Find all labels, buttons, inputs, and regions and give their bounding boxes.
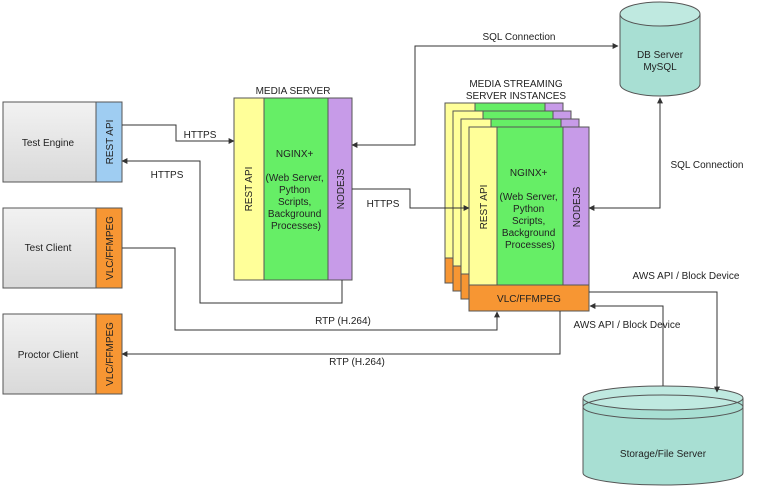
db-server-node: DB Server MySQL — [619, 1, 701, 97]
storage-label: Storage/File Server — [620, 449, 707, 460]
edge-label-rtp-2: RTP (H.264) — [329, 357, 385, 368]
edge-https-media-to-engine: HTTPS — [121, 158, 343, 304]
edge-rtp-streaming-to-proctor: RTP (H.264) — [121, 311, 561, 368]
test-engine-label: Test Engine — [22, 138, 75, 149]
media-server-title: MEDIA SERVER — [256, 86, 331, 97]
db-server-line1: DB Server — [637, 50, 684, 61]
streaming-title-line2: SERVER INSTANCES — [466, 91, 567, 102]
edge-label-aws-2: AWS API / Block Device — [574, 320, 681, 331]
media-nginx-line: Processes) — [271, 221, 321, 232]
edge-label-rtp-1: RTP (H.264) — [315, 316, 371, 327]
edge-aws-storage-to-streaming: AWS API / Block Device — [574, 303, 681, 386]
proctor-client-vlc-label: VLC/FFMPEG — [105, 322, 116, 386]
edge-label-sql-2: SQL Connection — [670, 160, 743, 171]
streaming-nginx-line: Processes) — [505, 240, 555, 251]
test-engine-node: Test Engine REST API — [2, 101, 123, 183]
streaming-title-line1: MEDIA STREAMING — [469, 79, 563, 90]
edge-label-https-2: HTTPS — [151, 170, 184, 181]
media-server-nodejs: NODEJS — [336, 168, 347, 209]
proctor-client-label: Proctor Client — [18, 350, 79, 361]
streaming-instances-node: MEDIA STREAMING SERVER INSTANCES — [444, 79, 590, 312]
streaming-nginx-line: (Web Server, — [500, 192, 558, 203]
streaming-rest-api: REST API — [479, 185, 490, 230]
streaming-nginx-line: NGINX+ — [510, 168, 548, 179]
media-nginx-line: (Web Server, — [266, 173, 324, 184]
media-nginx-line: Background — [268, 209, 321, 220]
media-server-node: MEDIA SERVER REST API NGINX+ (Web Server… — [233, 86, 353, 281]
streaming-nginx-line: Background — [502, 228, 555, 239]
edge-rtp-client-to-streaming: RTP (H.264) — [122, 247, 500, 331]
media-server-rest-api: REST API — [244, 167, 255, 212]
streaming-nodejs: NODEJS — [572, 186, 583, 227]
db-server-line2: MySQL — [643, 62, 677, 73]
edge-label-https-1: HTTPS — [184, 130, 217, 141]
streaming-nginx-text: NGINX+ (Web Server, Python Scripts, Back… — [500, 168, 561, 251]
edge-aws-streaming-to-storage: AWS API / Block Device — [589, 271, 740, 393]
media-nginx-line: NGINX+ — [276, 149, 314, 160]
edge-https-media-to-streaming: HTTPS — [352, 188, 470, 211]
test-engine-rest-api-label: REST API — [105, 120, 116, 165]
media-nginx-line: Python — [279, 185, 310, 196]
test-client-node: Test Client VLC/FFMPEG — [2, 207, 123, 289]
streaming-instance-front: REST API NGINX+ (Web Server, Python Scri… — [468, 126, 590, 312]
streaming-nginx-line: Scripts, — [512, 216, 545, 227]
test-client-vlc-label: VLC/FFMPEG — [105, 216, 116, 280]
edge-sql-streaming-db: SQL Connection — [588, 97, 744, 211]
media-server-nginx-text: NGINX+ (Web Server, Python Scripts, Back… — [266, 149, 327, 232]
storage-node: Storage/File Server — [582, 385, 744, 486]
media-nginx-line: Scripts, — [278, 197, 311, 208]
streaming-vlc-label: VLC/FFMPEG — [497, 294, 561, 305]
streaming-nginx-line: Python — [513, 204, 544, 215]
proctor-client-node: Proctor Client VLC/FFMPEG — [2, 313, 123, 395]
edge-https-engine-to-media: HTTPS — [122, 124, 235, 144]
edge-label-aws-1: AWS API / Block Device — [633, 271, 740, 282]
edge-label-sql-1: SQL Connection — [482, 32, 555, 43]
edge-label-https-3: HTTPS — [367, 199, 400, 210]
test-client-label: Test Client — [25, 243, 72, 254]
edge-sql-media-db: SQL Connection — [351, 32, 619, 148]
